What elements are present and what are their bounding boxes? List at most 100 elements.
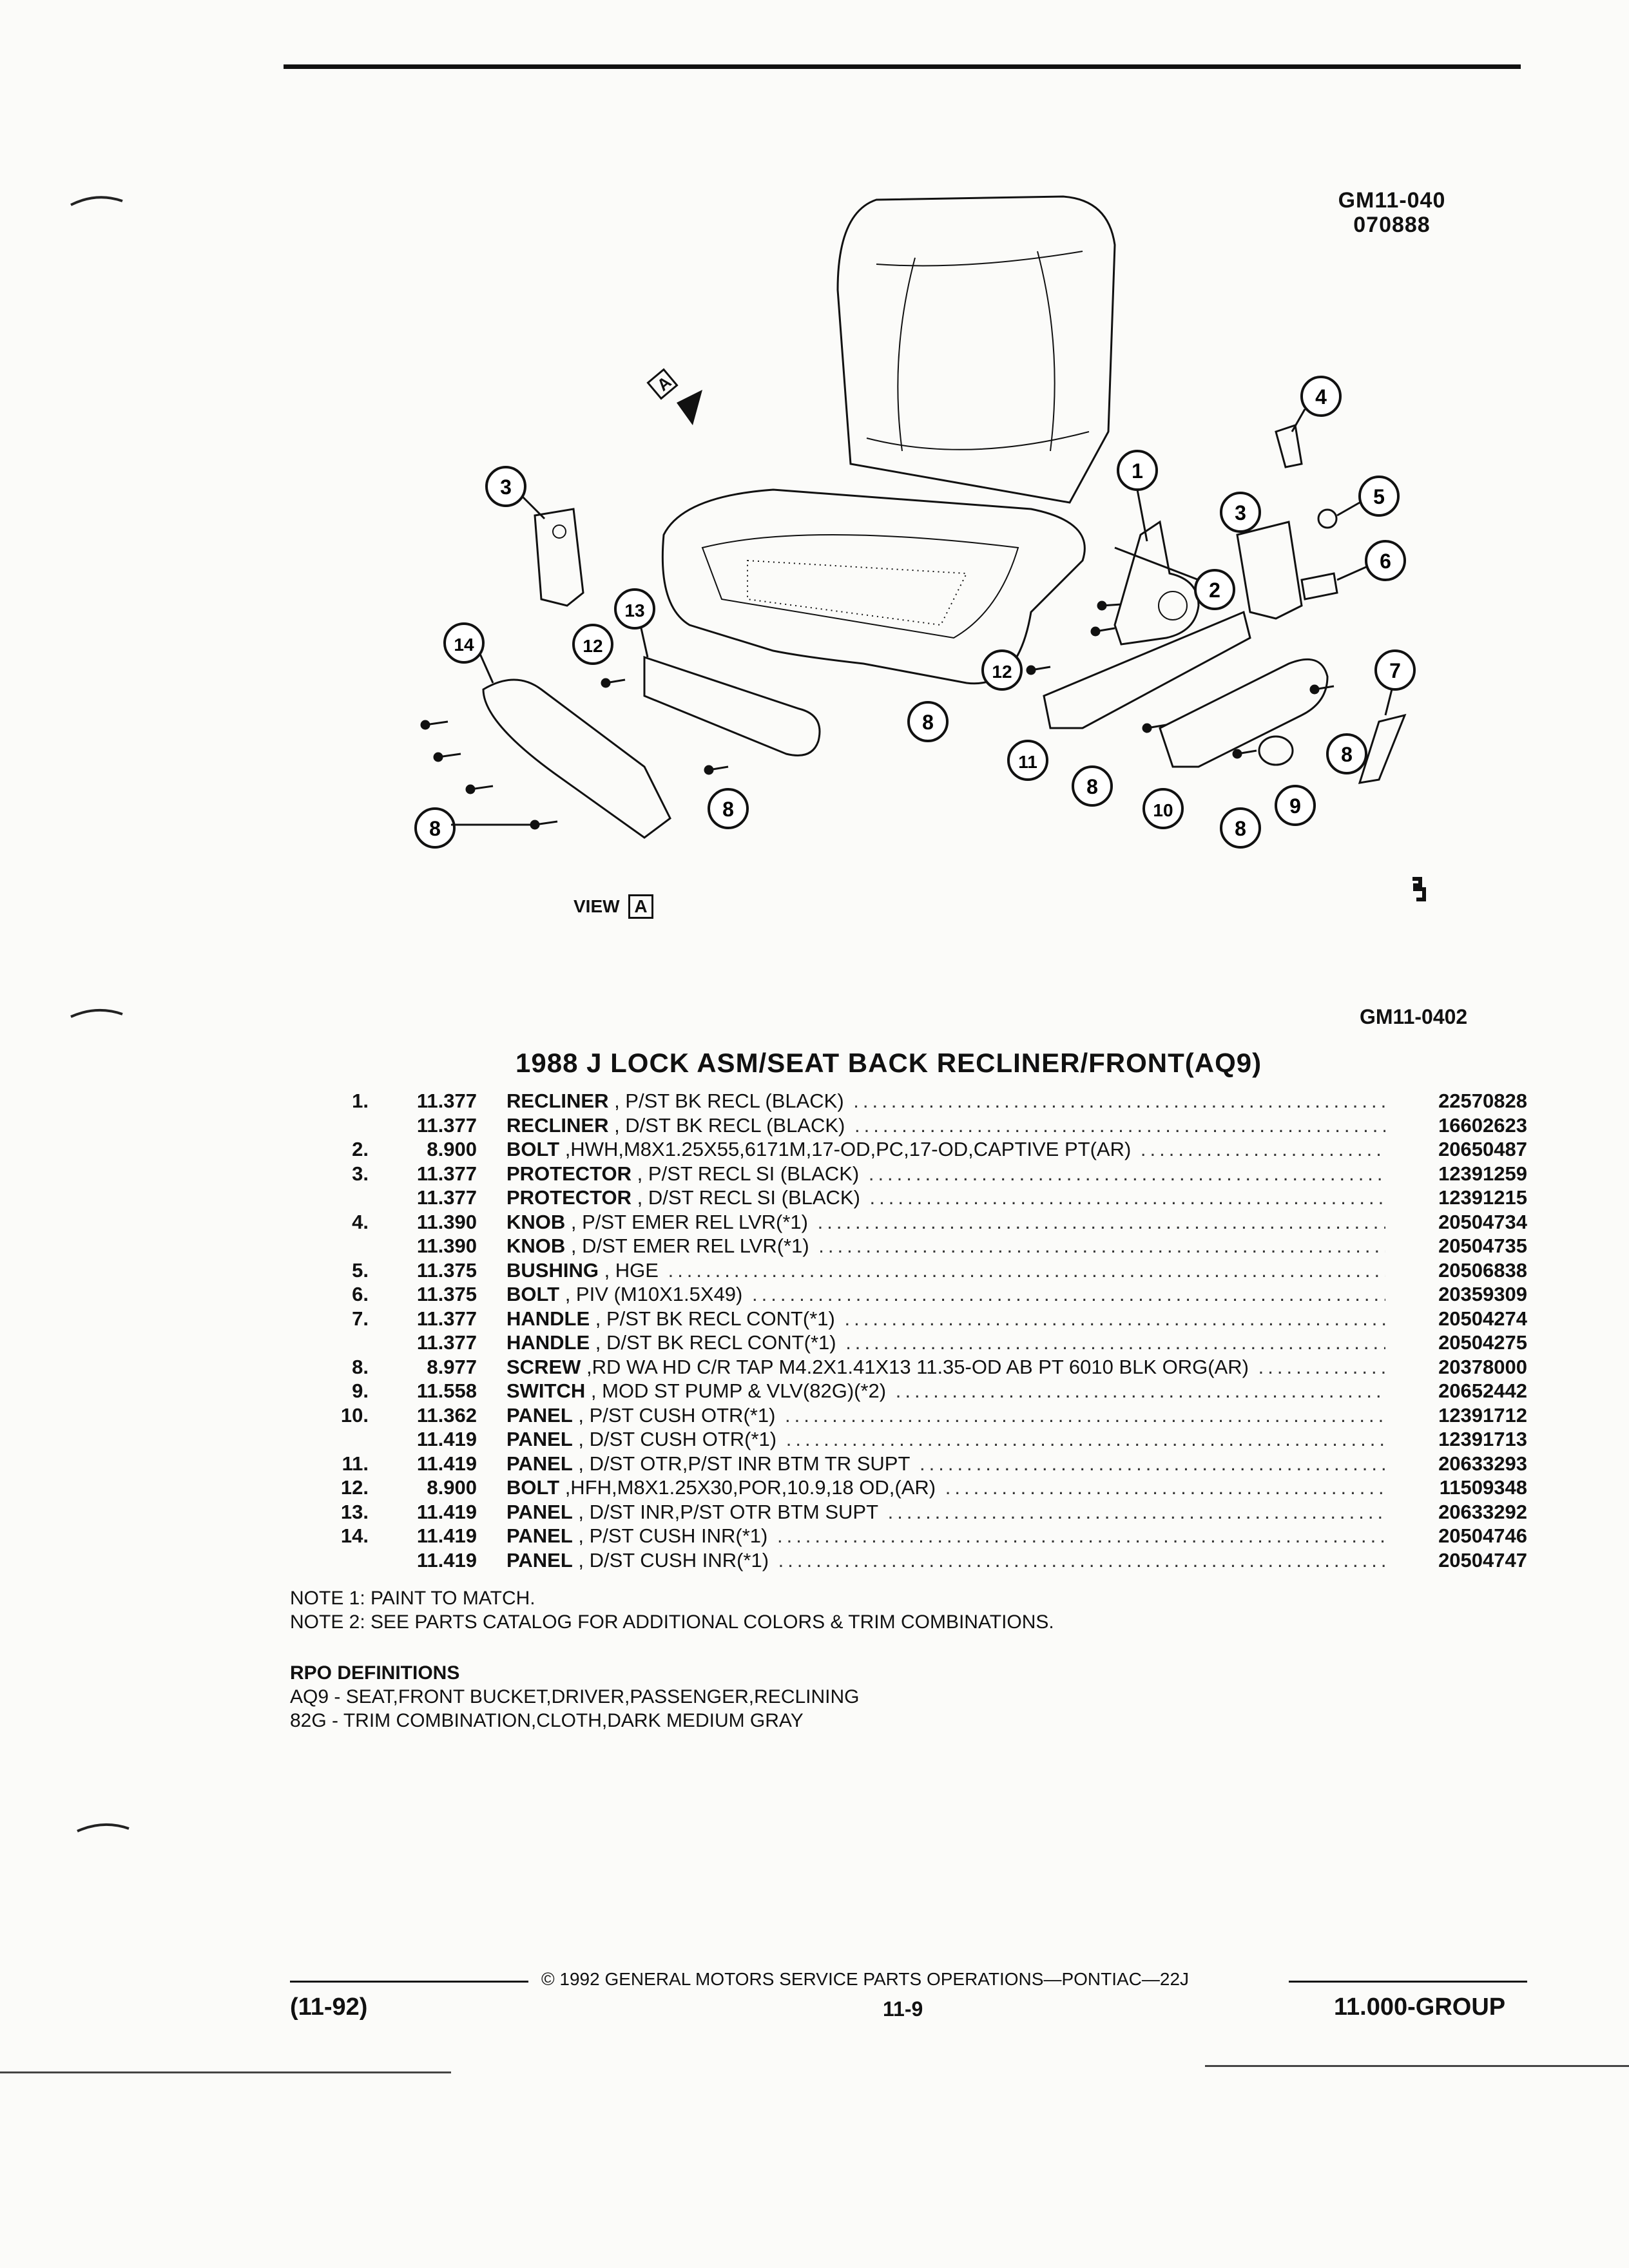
part-group: 11.362 xyxy=(416,1403,477,1427)
footer-date: (11-92) xyxy=(290,1994,368,2021)
part-group: 11.375 xyxy=(416,1283,477,1305)
parts-row: 11.377 RECLINER , D/ST BK RECL (BLACK) ..… xyxy=(309,1113,1527,1138)
leader-dots: ........................................… xyxy=(1258,1355,1385,1378)
note-1: NOTE 1: PAINT TO MATCH. xyxy=(290,1588,535,1609)
part-detail: , D/ST EMER REL LVR(*1) xyxy=(565,1235,809,1257)
part-description: PROTECTOR , D/ST RECL SI (BLACK) .......… xyxy=(506,1186,1385,1210)
part-number: 12391713 xyxy=(1438,1428,1527,1450)
part-group: 11.377 xyxy=(416,1113,477,1137)
part-description: BOLT ,HFH,M8X1.25X30,POR,10.9,18 OD,(AR)… xyxy=(506,1475,1385,1500)
part-description: SWITCH , MOD ST PUMP & VLV(82G)(*2) ....… xyxy=(506,1379,1385,1403)
illustration-id: GM11-040 xyxy=(1338,188,1446,213)
part-name: PANEL xyxy=(506,1548,573,1571)
leader-dots: ........................................… xyxy=(945,1476,1385,1499)
callout-3-left: 3 xyxy=(485,466,546,520)
part-description: PANEL , D/ST INR,P/ST OTR BTM SUPT .....… xyxy=(506,1500,1385,1524)
part-description: BOLT ,HWH,M8X1.25X55,6171M,17-OD,PC,17-O… xyxy=(506,1137,1385,1162)
knob xyxy=(1275,424,1303,468)
part-group: 11.377 xyxy=(416,1307,477,1330)
top-rule xyxy=(284,64,1521,69)
part-group: 8.900 xyxy=(427,1138,477,1160)
margin-marks xyxy=(70,196,130,1832)
leader-dots: ........................................… xyxy=(919,1452,1385,1475)
notes: NOTE 1: PAINT TO MATCH. NOTE 2: SEE PART… xyxy=(290,1586,1054,1634)
svg-text:3: 3 xyxy=(500,476,512,499)
callouts: 1 2 3 3 4 5 6 7 8 8 8 8 8 8 9 10 11 12 1… xyxy=(414,376,1416,849)
part-group: 11.419 xyxy=(416,1548,477,1571)
part-detail: , D/ST INR,P/ST OTR BTM SUPT xyxy=(572,1500,878,1523)
part-detail: , P/ST CUSH INR(*1) xyxy=(572,1524,768,1547)
part-name: BOLT xyxy=(506,1283,560,1305)
part-description: PANEL , D/ST OTR,P/ST INR BTM TR SUPT ..… xyxy=(506,1452,1385,1476)
part-index: 11. xyxy=(342,1452,369,1475)
part-group: 11.390 xyxy=(416,1210,477,1233)
svg-text:2: 2 xyxy=(1209,579,1220,602)
left-bottom-support xyxy=(643,655,821,756)
view-letter-box: A xyxy=(628,894,653,919)
svg-text:8: 8 xyxy=(722,798,734,821)
svg-text:8: 8 xyxy=(1235,817,1246,840)
callout-8-f: 8 xyxy=(414,807,532,849)
part-detail: , D/ST BK RECL (BLACK) xyxy=(608,1113,845,1137)
bushing xyxy=(1317,508,1338,529)
recliner-handle xyxy=(1358,713,1407,784)
rpo-item-82g: 82G - TRIM COMBINATION,CLOTH,DARK MEDIUM… xyxy=(290,1710,804,1731)
part-detail: , P/ST BK RECL (BLACK) xyxy=(608,1090,844,1112)
callout-12-right: 12 xyxy=(981,649,1023,691)
part-name: KNOB xyxy=(506,1235,566,1257)
part-name: PANEL xyxy=(506,1452,573,1475)
part-description: PANEL , D/ST CUSH INR(*1) ..............… xyxy=(506,1548,1385,1573)
part-number: 22570828 xyxy=(1438,1090,1527,1112)
part-name: SWITCH xyxy=(506,1379,586,1402)
part-number: 20652442 xyxy=(1438,1379,1527,1402)
callout-2: 2 xyxy=(1114,546,1235,610)
part-name: BOLT xyxy=(506,1476,560,1499)
recliner xyxy=(1113,520,1200,646)
part-group: 11.419 xyxy=(416,1500,477,1523)
part-index: 2. xyxy=(352,1138,369,1160)
svg-text:8: 8 xyxy=(1341,743,1353,766)
footer-rule-left xyxy=(290,1981,528,1983)
leader-dots: ........................................… xyxy=(868,1162,1385,1185)
part-index: 10. xyxy=(340,1403,369,1427)
pump-switch xyxy=(1258,735,1294,766)
part-name: RECLINER xyxy=(506,1090,609,1112)
svg-text:6: 6 xyxy=(1380,550,1391,573)
callout-9: 9 xyxy=(1275,785,1316,826)
callout-8-a: 8 xyxy=(1326,733,1367,774)
leader-dots: ........................................… xyxy=(817,1210,1385,1233)
svg-text:1: 1 xyxy=(1132,459,1143,483)
leader-dots: ........................................… xyxy=(818,1235,1385,1257)
seat-back xyxy=(836,195,1116,504)
part-index: 14. xyxy=(340,1524,369,1547)
part-number: 20633293 xyxy=(1438,1452,1527,1475)
view-label-text: VIEW xyxy=(574,896,620,916)
leader-dots: ........................................… xyxy=(785,1403,1385,1427)
screws xyxy=(420,601,1335,830)
part-name: PANEL xyxy=(506,1524,573,1547)
part-detail: , D/ST OTR,P/ST INR BTM TR SUPT xyxy=(572,1452,911,1475)
section-code: GM11-0402 xyxy=(1360,1005,1468,1028)
part-name: RECLINER xyxy=(506,1113,609,1137)
leader-dots: ........................................… xyxy=(752,1283,1385,1305)
part-detail: ,RD WA HD C/R TAP M4.2X1.41X13 11.35-OD … xyxy=(581,1355,1249,1378)
part-detail: , D/ST CUSH OTR(*1) xyxy=(572,1428,777,1450)
leader-dots: ........................................… xyxy=(854,1113,1385,1137)
leader-dots: ........................................… xyxy=(776,1524,1385,1547)
part-detail: , P/ST BK RECL CONT(*1) xyxy=(590,1307,835,1330)
part-name: HANDLE xyxy=(506,1307,590,1330)
part-index: 8. xyxy=(352,1355,369,1378)
svg-text:3: 3 xyxy=(1235,501,1246,524)
part-number: 12391712 xyxy=(1438,1403,1527,1427)
note-2: NOTE 2: SEE PARTS CATALOG FOR ADDITIONAL… xyxy=(290,1611,1054,1633)
part-description: PROTECTOR , P/ST RECL SI (BLACK) .......… xyxy=(506,1162,1385,1186)
